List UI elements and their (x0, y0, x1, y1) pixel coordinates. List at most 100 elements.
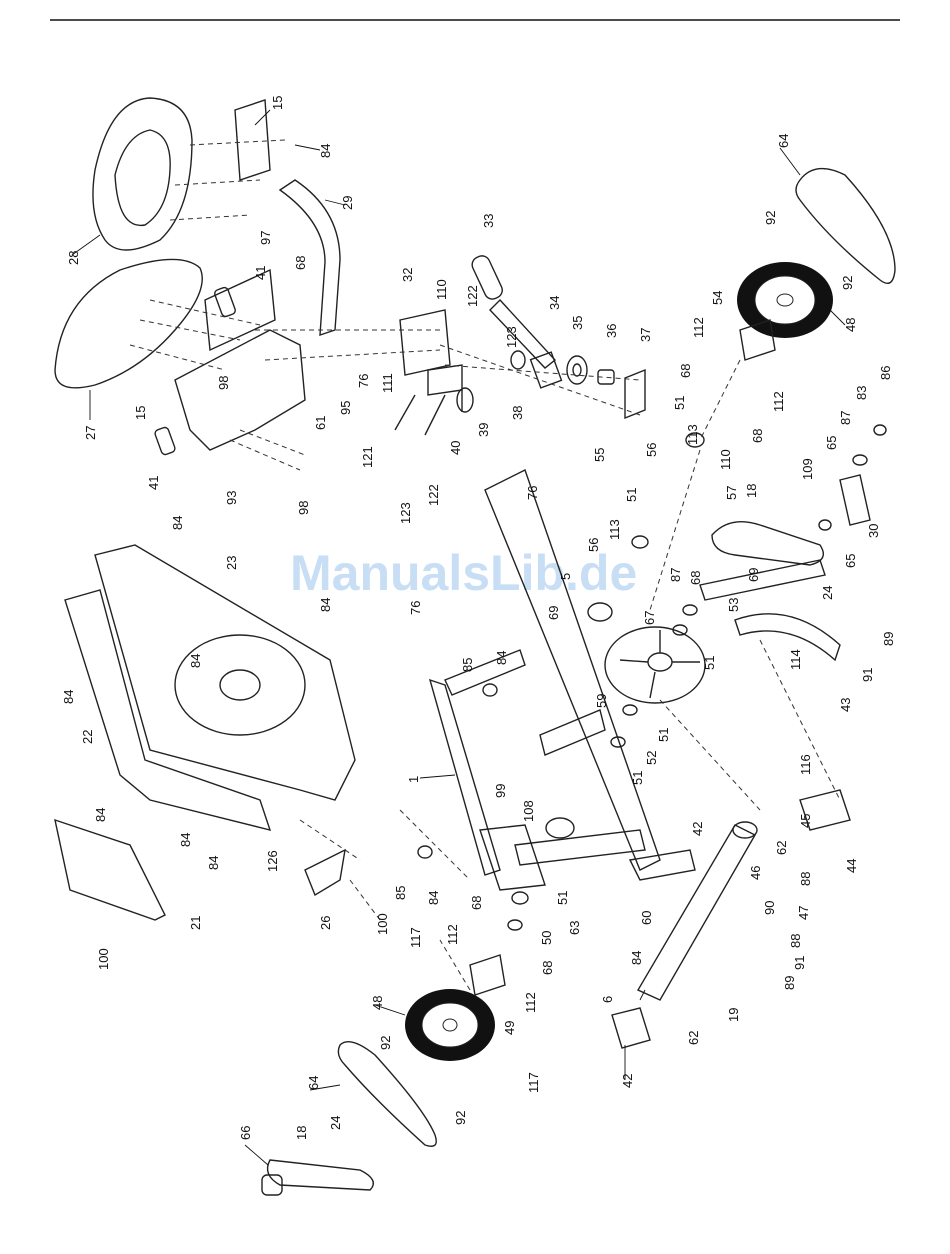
callout-35: 35 (570, 316, 585, 330)
callout-112: 112 (771, 391, 786, 412)
callout-92: 92 (453, 1111, 468, 1125)
leader-lines (71, 109, 846, 1166)
callout-33: 33 (481, 214, 496, 228)
callout-51: 51 (624, 488, 639, 502)
cover-21 (54, 818, 166, 921)
callout-59: 59 (594, 694, 609, 708)
callout-116: 116 (798, 754, 813, 775)
callout-108: 108 (521, 800, 536, 822)
callout-42: 42 (690, 822, 705, 836)
flywheel-48-lower (405, 989, 495, 1061)
callout-93: 93 (224, 491, 239, 505)
callout-19: 19 (726, 1008, 741, 1022)
bracket-32 (399, 309, 451, 376)
callout-48: 48 (370, 996, 385, 1010)
belt-64-lower (337, 1041, 437, 1147)
crank-arm-lower (266, 1159, 374, 1191)
callout-113: 113 (685, 424, 700, 445)
callout-84: 84 (170, 516, 185, 530)
callout-83: 83 (854, 386, 869, 400)
callout-76: 76 (408, 601, 423, 615)
callout-88: 88 (788, 934, 803, 948)
callout-41: 41 (146, 476, 161, 490)
callout-47: 47 (796, 906, 811, 920)
callout-89: 89 (782, 976, 797, 990)
callout-123: 123 (398, 502, 413, 524)
handle-33 (471, 255, 503, 300)
callout-6: 6 (600, 996, 615, 1003)
arm-34 (489, 298, 557, 369)
callout-84: 84 (61, 690, 76, 704)
callout-50: 50 (539, 931, 554, 945)
callout-112: 112 (691, 317, 706, 338)
callout-99: 99 (493, 784, 508, 798)
callout-34: 34 (547, 296, 562, 310)
callout-62: 62 (774, 841, 789, 855)
callout-24: 24 (328, 1116, 343, 1130)
callout-22: 22 (80, 730, 95, 744)
callout-42: 42 (620, 1074, 635, 1088)
callout-39: 39 (476, 423, 491, 437)
seat-back-28 (92, 97, 193, 251)
callout-27: 27 (83, 426, 98, 440)
callout-26: 26 (318, 916, 333, 930)
callout-36: 36 (604, 324, 619, 338)
callout-91: 91 (860, 668, 875, 682)
callout-98: 98 (216, 376, 231, 390)
callout-68: 68 (678, 364, 693, 378)
callout-126: 126 (265, 850, 280, 872)
callout-91: 91 (792, 956, 807, 970)
callout-85: 85 (393, 886, 408, 900)
callout-84: 84 (494, 651, 509, 665)
belt-64-upper (795, 167, 896, 284)
callout-57: 57 (724, 486, 739, 500)
callout-32: 32 (400, 268, 415, 282)
callout-51: 51 (672, 396, 687, 410)
callout-100: 100 (96, 948, 111, 970)
callout-76: 76 (525, 486, 540, 500)
callout-68: 68 (750, 429, 765, 443)
crank-arm-upper (711, 521, 824, 566)
callout-53: 53 (726, 598, 741, 612)
callout-69: 69 (746, 568, 761, 582)
callout-97: 97 (258, 231, 273, 245)
callout-38: 38 (510, 406, 525, 420)
callout-54: 54 (710, 291, 725, 305)
callout-111: 111 (380, 373, 395, 393)
callout-84: 84 (318, 144, 333, 158)
seat-carriage-93 (174, 329, 306, 451)
handlebar-assembly (394, 255, 646, 436)
callout-76: 76 (356, 374, 371, 388)
bar-114 (734, 613, 841, 662)
callout-110: 110 (434, 279, 449, 300)
callout-24: 24 (820, 586, 835, 600)
callout-labels: 15 84 29 28 97 68 41 27 98 15 41 93 98 6… (61, 96, 896, 1140)
callout-67: 67 (642, 611, 657, 625)
seat-assembly (54, 97, 441, 471)
callout-123: 123 (504, 326, 519, 348)
callout-52: 52 (644, 751, 659, 765)
callout-21: 21 (188, 916, 203, 930)
callout-110: 110 (718, 449, 733, 470)
callout-45: 45 (798, 814, 813, 828)
callout-117: 117 (526, 1072, 541, 1093)
callout-56: 56 (644, 443, 659, 457)
callout-66: 66 (238, 1126, 253, 1140)
callout-85: 85 (460, 658, 475, 672)
callout-64: 64 (776, 134, 791, 148)
callout-15: 15 (270, 96, 285, 110)
callout-18: 18 (744, 484, 759, 498)
callout-68: 68 (469, 896, 484, 910)
callout-68: 68 (293, 256, 308, 270)
shroud-assembly (54, 544, 381, 921)
callout-112: 112 (445, 924, 460, 945)
callout-55: 55 (592, 448, 607, 462)
watermark: ManualsLib.de (290, 545, 637, 601)
callout-65: 65 (824, 436, 839, 450)
callout-92: 92 (763, 211, 778, 225)
callout-46: 46 (748, 866, 763, 880)
callout-40: 40 (448, 441, 463, 455)
flywheel-48-upper (737, 262, 833, 338)
callout-28: 28 (66, 251, 81, 265)
drive-assembly (261, 167, 896, 1196)
